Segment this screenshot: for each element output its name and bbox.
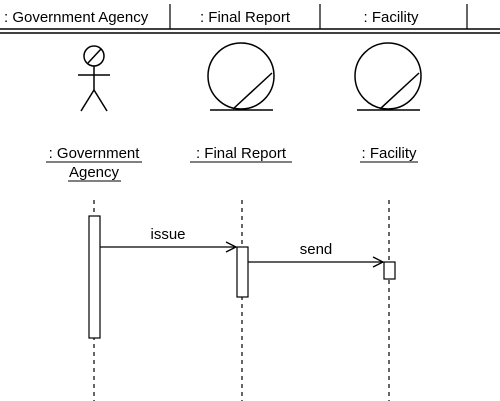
lifeline-label-government-agency: : Government Agency: [46, 145, 142, 182]
message-issue: issue: [100, 226, 238, 253]
lifeline-label-line: Agency: [69, 164, 120, 181]
header-column-final-report: : Final Report: [200, 9, 291, 26]
activation-bar-final-report: [236, 246, 249, 298]
actor-icon: [78, 45, 110, 112]
message-label: send: [300, 241, 333, 258]
lifeline-label-line: : Final Report: [196, 145, 287, 162]
lifeline-label-line: : Government: [49, 145, 141, 162]
lifeline-label-line: : Facility: [361, 145, 417, 162]
entity-icon: [354, 42, 422, 111]
activation-bar-facility: [383, 261, 396, 280]
message-label: issue: [150, 226, 185, 243]
header-column-facility: : Facility: [363, 9, 419, 26]
header-column-government-agency: : Government Agency: [4, 9, 149, 26]
message-send: send: [248, 241, 385, 268]
arrowhead-icon: [225, 241, 238, 253]
lifeline-label-facility: : Facility: [360, 145, 418, 163]
entity-icon: [207, 42, 275, 111]
arrowhead-icon: [372, 256, 385, 268]
lifeline-label-final-report: : Final Report: [190, 145, 292, 163]
activation-bar-government-agency: [88, 215, 101, 339]
header-bar: : Government Agency : Final Report : Fac…: [0, 4, 500, 34]
